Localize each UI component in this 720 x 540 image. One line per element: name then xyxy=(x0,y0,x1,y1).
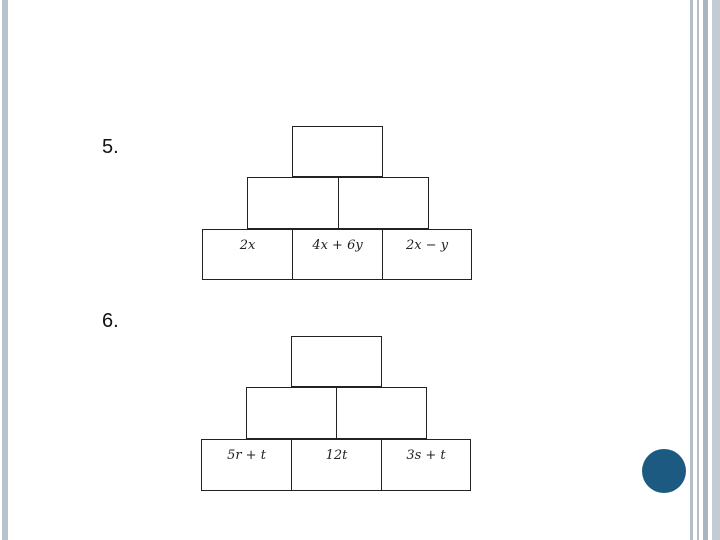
pyramid-cell-bottom-left: 2x xyxy=(202,229,293,280)
pyramid-cell-bottom-middle: 4x + 6y xyxy=(292,229,383,280)
slide-nav-circle-button[interactable] xyxy=(642,449,686,493)
problem-number-5: 5. xyxy=(102,136,119,158)
pyramid-cell-middle-right[interactable] xyxy=(336,387,427,439)
pyramid-cell-bottom-right: 3s + t xyxy=(381,439,471,491)
frame-rail xyxy=(697,0,699,540)
pyramid-cell-middle-left[interactable] xyxy=(247,177,339,229)
pyramid-cell-bottom-middle: 12t xyxy=(291,439,382,491)
problem-number-6: 6. xyxy=(102,310,119,332)
pyramid-cell-top[interactable] xyxy=(291,336,382,387)
frame-rail xyxy=(690,0,693,540)
pyramid-cell-middle-left[interactable] xyxy=(246,387,337,439)
frame-rail xyxy=(712,0,720,540)
slide-frame-left xyxy=(2,0,8,540)
pyramid-cell-top[interactable] xyxy=(292,126,383,177)
frame-rail xyxy=(703,0,708,540)
pyramid-cell-bottom-left: 5r + t xyxy=(201,439,292,491)
pyramid-cell-middle-right[interactable] xyxy=(338,177,429,229)
pyramid-cell-bottom-right: 2x − y xyxy=(382,229,472,280)
